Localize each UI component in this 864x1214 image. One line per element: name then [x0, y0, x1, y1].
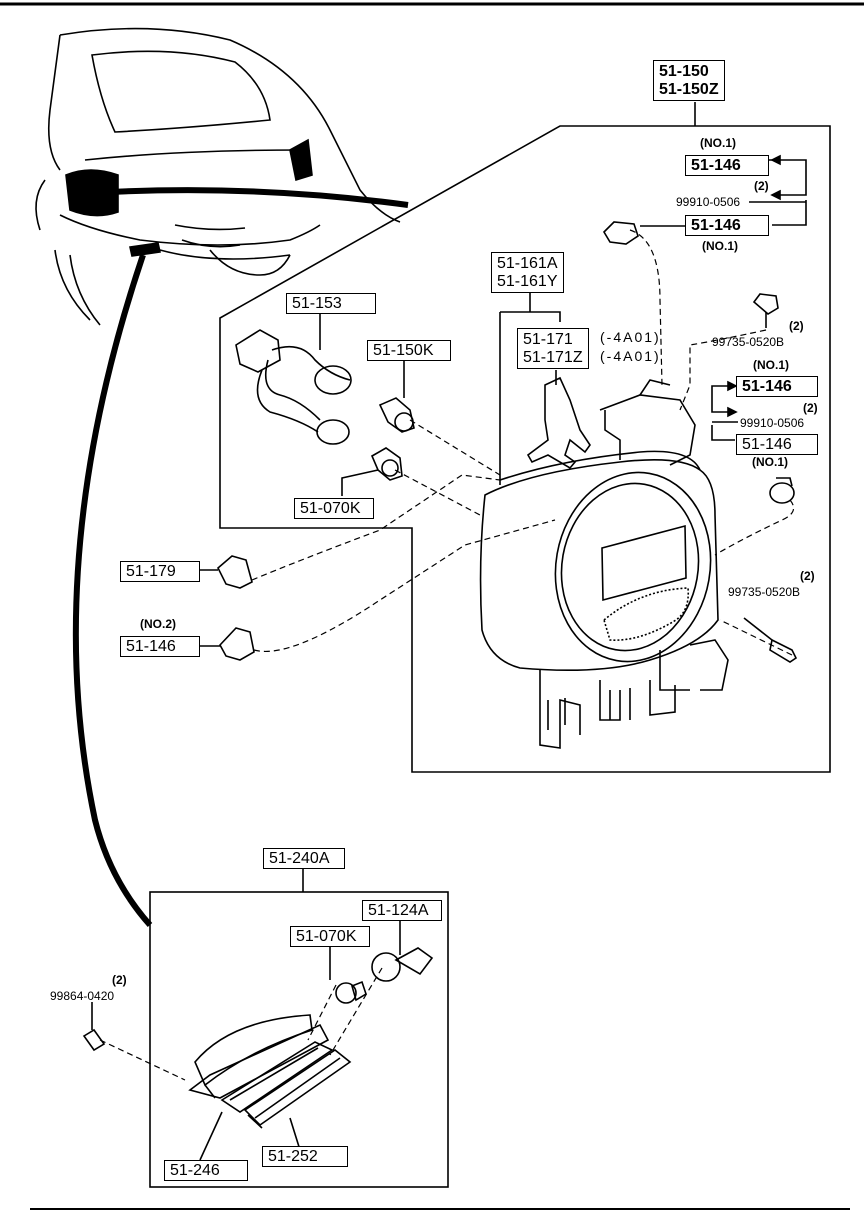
label-no1: (NO.1) [752, 455, 788, 469]
label-part-number: 99735-0520B [728, 585, 801, 599]
label-51-070k: 51-070K [290, 926, 370, 947]
label-51-150k: 51-150K [367, 340, 451, 361]
bulb-51-124a [371, 947, 434, 982]
lamp-bracket [526, 376, 591, 470]
label-51-070k: 51-070K [294, 498, 374, 519]
label-assy-main: 51-150 51-150Z [653, 60, 725, 101]
label-no2: (NO.2) [140, 617, 176, 631]
license-lamp-housing [188, 1014, 330, 1099]
label-qty: (2) [800, 569, 815, 583]
license-lamp-gasket [220, 1041, 334, 1113]
label-51-179: 51-179 [120, 561, 200, 582]
bulb-51-070k-bottom [335, 980, 367, 1004]
rear-combination-lamp [479, 379, 729, 749]
bulb-51-070k-top [370, 447, 403, 481]
label-part-number: 99910-0506 [740, 416, 805, 430]
label-51-161a: 51-161A [497, 255, 558, 272]
label-51-150: 51-150 [659, 63, 709, 80]
label-51-150z: 51-150Z [659, 81, 719, 98]
pointer-rear-lamp [109, 187, 409, 208]
label-no1: (NO.1) [702, 239, 738, 253]
clip-top [602, 221, 639, 245]
label-qty: (2) [803, 401, 818, 415]
label-51-146: 51-146 [736, 434, 818, 455]
label-no1: (NO.1) [700, 136, 736, 150]
bulb-51-150k [378, 397, 415, 433]
clip-51-146-no2 [219, 627, 255, 661]
label-51-246: 51-246 [164, 1160, 248, 1181]
label-51-171z: 51-171Z [523, 349, 583, 366]
label-qty: (2) [789, 319, 804, 333]
label-no1: (NO.1) [753, 358, 789, 372]
label-qty: (2) [112, 973, 127, 987]
label-51-124a: 51-124A [362, 900, 442, 921]
label-part-number: 99910-0506 [676, 195, 741, 209]
label-51-146: 51-146 [685, 215, 769, 236]
tail-lamp-right [289, 138, 313, 182]
label-code: (-4A01) [600, 329, 661, 345]
screw-bottom [743, 617, 798, 663]
label-51-161y: 51-161Y [497, 273, 558, 290]
socket-harness [235, 329, 352, 445]
label-part-number: 99864-0420 [50, 989, 115, 1003]
pointer-license-lamp [72, 254, 153, 927]
label-part-number: 99735-0520B [712, 335, 785, 349]
label-51-146: 51-146 [736, 376, 818, 397]
label-51-252: 51-252 [262, 1146, 348, 1167]
screw-license [82, 1002, 106, 1052]
license-lamp-lens [243, 1049, 352, 1129]
label-51-171: 51-171 [523, 331, 573, 348]
label-51-146: 51-146 [685, 155, 769, 176]
license-lamp-mark [129, 242, 161, 257]
label-qty: (2) [754, 179, 769, 193]
grommet-mid [769, 477, 795, 504]
car-rear-outline [35, 27, 401, 326]
tail-lamp-left [65, 169, 119, 217]
license-lamp-assembly-frame [149, 891, 449, 1188]
clip-51-179 [217, 555, 253, 589]
screw-top [752, 293, 779, 328]
label-assy-161: 51-161A 51-161Y [491, 252, 564, 293]
label-code: (-4A01) [600, 348, 661, 364]
label-51-146: 51-146 [120, 636, 200, 657]
label-51-240a: 51-240A [263, 848, 345, 869]
rear-lamp-assembly-frame [219, 125, 831, 773]
label-51-153: 51-153 [286, 293, 376, 314]
label-assy-171: 51-171 51-171Z [517, 328, 589, 369]
